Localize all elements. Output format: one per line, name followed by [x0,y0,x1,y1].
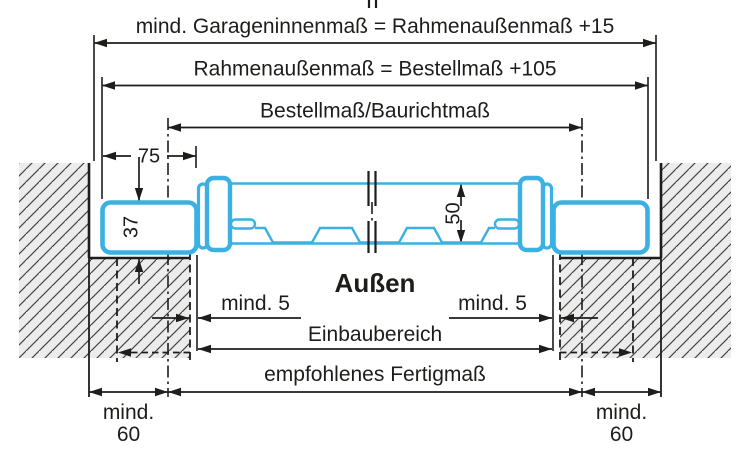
wall-right-lower [560,258,731,358]
label-min60-right-2: 60 [610,423,633,446]
label-frame-outer: Rahmenaußenmaß = Bestellmaß +105 [193,58,556,81]
block-frame-profile-right [551,200,650,255]
door-frame-profiles [100,175,650,255]
panel-edge-fold-right [493,218,521,230]
label-garage-inner: mind. Garageninnenmaß = Rahmenaußenmaß +… [136,15,615,38]
dimensions [89,38,661,397]
label-min5-right: mind. 5 [458,292,527,315]
break-line-top-marks [367,0,378,8]
reference-lines [93,0,657,397]
wall-right-upper [661,163,731,258]
label-min60-left-2: 60 [117,423,140,446]
label-finished-size: empfohlenes Fertigmaß [264,363,486,386]
panel-break-symbol [367,171,377,253]
wall-masonry [19,163,731,397]
label-install-zone: Einbaubereich [308,323,442,346]
labels: mind. Garageninnenmaß = Rahmenaußenmaß +… [103,15,647,446]
panel-rib-profile [255,226,495,244]
label-outside: Außen [335,268,416,298]
side-member-left [204,175,233,253]
wall-left-upper [19,163,89,258]
label-min60-left-1: mind. [103,401,154,424]
label-dim-75: 75 [138,146,160,168]
label-min60-right-1: mind. [596,401,647,424]
wall-left-lower [19,258,190,358]
block-frame-profile-left [100,200,199,255]
side-member-right [517,175,546,253]
panel-edge-fold-left [229,218,257,230]
label-dim-50: 50 [443,202,465,224]
label-min5-left: mind. 5 [221,292,290,315]
label-dim-37: 37 [121,216,143,238]
label-order-size: Bestellmaß/Baurichtmaß [260,100,490,123]
